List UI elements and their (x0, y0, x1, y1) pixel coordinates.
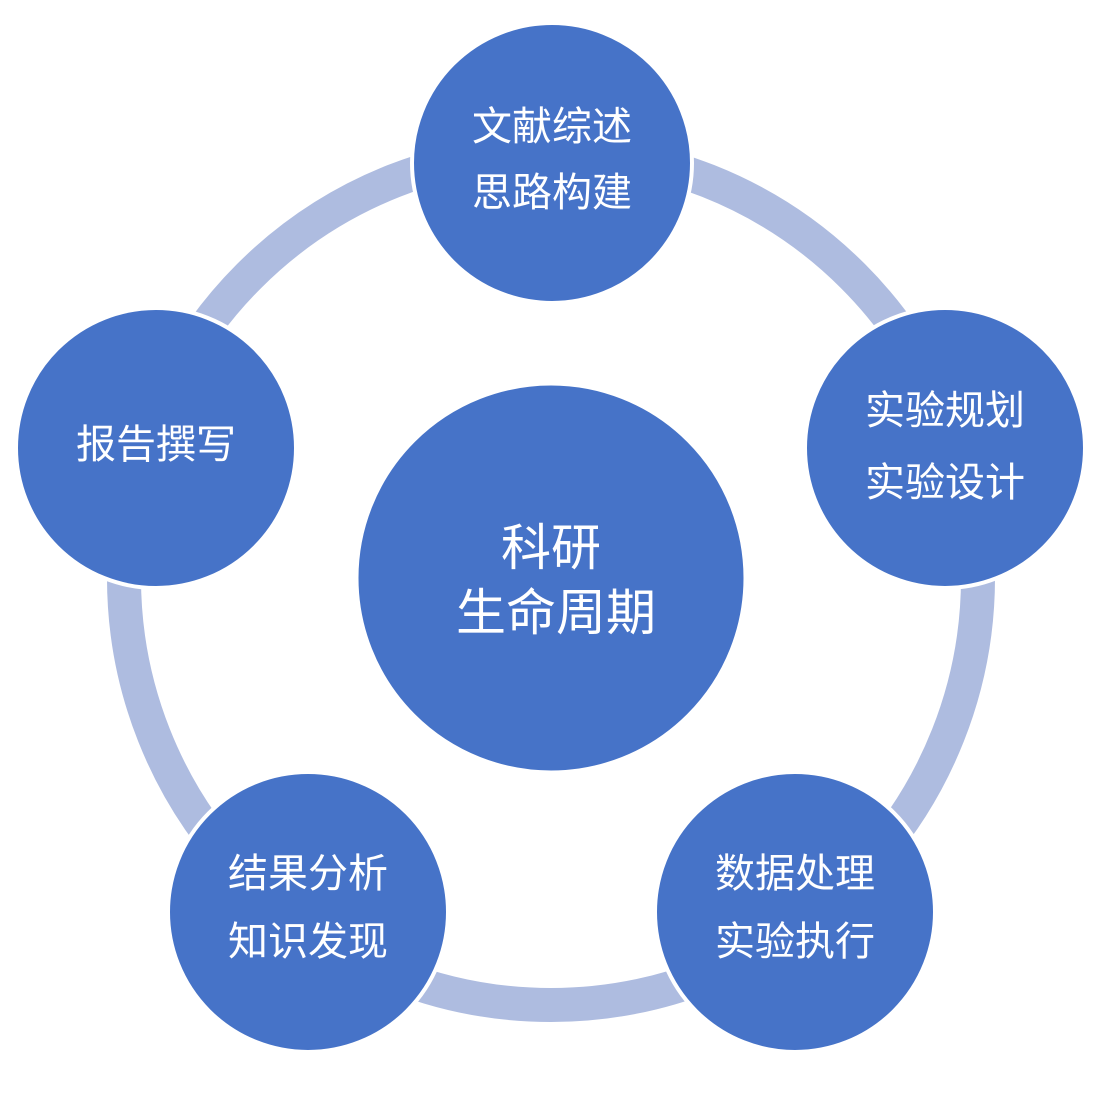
node-experiment-planning-line-2: 实验设计 (865, 460, 1025, 506)
center-label-line-2: 生命周期 (456, 584, 656, 642)
node-experiment-planning-circle (803, 306, 1087, 590)
node-literature-review-circle (410, 21, 694, 305)
node-result-analysis: 结果分析 知识发现 (166, 770, 450, 1054)
node-experiment-planning-line-1: 实验规划 (865, 388, 1025, 434)
center-circle (355, 382, 747, 774)
node-report-writing-line-1: 报告撰写 (76, 422, 236, 468)
node-data-processing-line-2: 实验执行 (715, 919, 875, 965)
node-result-analysis-circle (166, 770, 450, 1054)
node-data-processing-line-1: 数据处理 (715, 851, 875, 897)
node-result-analysis-line-1: 结果分析 (228, 851, 388, 897)
center-label-line-1: 科研 (501, 519, 601, 577)
node-experiment-planning: 实验规划 实验设计 (803, 306, 1087, 590)
node-literature-review: 文献综述 思路构建 (410, 21, 694, 305)
node-literature-review-line-2: 思路构建 (472, 170, 632, 216)
center-node: 科研 生命周期 (355, 382, 747, 774)
node-literature-review-line-1: 文献综述 (472, 104, 632, 150)
node-report-writing-circle (14, 306, 298, 590)
node-data-processing: 数据处理 实验执行 (653, 770, 937, 1054)
node-report-writing: 报告撰写 (14, 306, 298, 590)
node-data-processing-circle (653, 770, 937, 1054)
node-result-analysis-line-2: 知识发现 (228, 919, 388, 965)
